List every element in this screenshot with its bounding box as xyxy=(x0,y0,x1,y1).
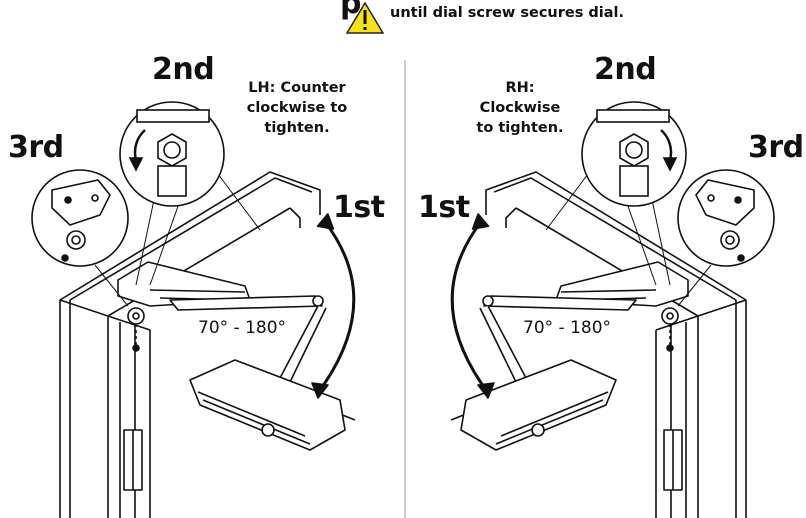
right-step-3-detail xyxy=(677,169,775,267)
right-step-2-label: 2nd xyxy=(594,52,657,87)
left-handing-note-line-1: LH: Counter xyxy=(248,80,346,96)
right-handing-note-line-2: Clockwise xyxy=(479,100,561,116)
right-step-3-label: 3rd xyxy=(748,130,804,165)
left-step-3-detail xyxy=(31,169,129,267)
right-step-2-detail xyxy=(581,101,687,207)
right-handing-note: RH: Clockwise to tighten. xyxy=(470,78,570,138)
left-handing-note: LH: Counter clockwise to tighten. xyxy=(232,78,362,138)
left-step-1-label: 1st xyxy=(333,190,385,225)
left-angle-range: 70° - 180° xyxy=(198,318,287,338)
right-handing-note-line-3: to tighten. xyxy=(476,120,564,136)
warning-text: until dial screw secures dial. xyxy=(390,5,625,21)
right-angle-range: 70° - 180° xyxy=(523,318,612,338)
left-step-3-label: 3rd xyxy=(8,130,64,165)
left-step-2-detail xyxy=(119,101,225,207)
right-step-1-label: 1st xyxy=(418,190,470,225)
right-handing-note-line-1: RH: xyxy=(505,80,535,96)
left-handing-note-line-3: tighten. xyxy=(264,120,330,136)
left-step-2-label: 2nd xyxy=(152,52,215,87)
left-handing-note-line-2: clockwise to xyxy=(246,100,348,116)
